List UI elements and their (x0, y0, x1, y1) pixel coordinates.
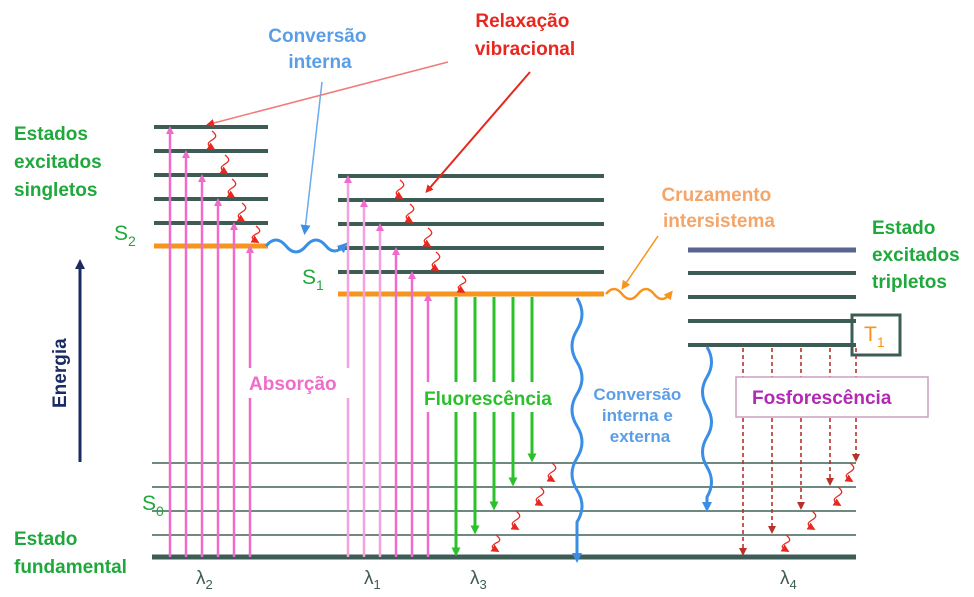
internal-conversion-label: Conversão interna (268, 26, 371, 73)
energy-axis-label: Energia (50, 338, 71, 408)
absorption-arrows-s2 (166, 126, 254, 557)
squiggle (206, 130, 217, 151)
intersystem-crossing-label: Cruzamento intersistema (661, 185, 776, 232)
squiggle (490, 534, 501, 553)
fluorescence-arrows (451, 297, 537, 557)
s0-levels (152, 462, 856, 560)
squiggle (456, 275, 467, 294)
squiggle (780, 534, 791, 553)
wavelength-label-1: λ1 (364, 568, 381, 592)
squiggle (250, 225, 261, 244)
squiggle (844, 462, 855, 483)
vibrational-relaxation-squiggles (206, 130, 855, 553)
squiggle (510, 510, 521, 531)
absorption-label: Absorção (249, 374, 337, 395)
s0-label: S0 (142, 492, 164, 519)
fluorescence-label: Fluorescência (424, 389, 552, 410)
t1-label: T1 (864, 323, 885, 350)
squiggle (832, 486, 843, 507)
conversion-wave-s1 (570, 297, 584, 563)
intersystem-crossing-callout (621, 235, 659, 290)
vibrational-relaxation-label: Relaxação vibracional (475, 11, 575, 60)
s2-label: S2 (114, 222, 136, 249)
squiggle (236, 202, 247, 223)
absorption-arrows-s1 (344, 175, 432, 557)
ground-state-label: Estado fundamental (14, 529, 127, 578)
t-levels (688, 247, 902, 357)
internal-conversion-wave (264, 238, 348, 254)
absorption-label-bg (244, 368, 356, 398)
squiggle (806, 510, 817, 531)
squiggle (226, 178, 237, 199)
int-ext-conversion-label: Conversão interna e externa (593, 384, 686, 446)
s1-levels (338, 174, 604, 297)
s1-label: S1 (302, 266, 324, 293)
conversion-label-bg (586, 378, 696, 450)
internal-conversion-callout (300, 81, 323, 235)
t1-box (850, 313, 902, 357)
squiggle (546, 462, 557, 483)
squiggle (219, 154, 230, 175)
conversion-wave-t1 (701, 346, 713, 512)
excited-singlets-label: Estados excitados singletos (14, 124, 107, 201)
squiggle (422, 227, 433, 248)
vibrational-relaxation-callout-b (425, 71, 531, 194)
squiggle (394, 179, 405, 200)
phosphorescence-box (735, 376, 929, 418)
squiggle (430, 251, 441, 272)
phosphorescence-label: Fosforescência (752, 388, 892, 409)
wavelength-label-3: λ3 (470, 568, 487, 592)
fluorescence-label-bg (420, 382, 570, 412)
vibrational-relaxation-callout-a (206, 61, 449, 127)
squiggle (534, 486, 545, 507)
wavelength-label-2: λ2 (196, 568, 213, 592)
intersystem-crossing-wave (605, 287, 673, 301)
excited-triplets-label: Estado excitados tripletos (872, 218, 965, 293)
squiggle (404, 203, 415, 224)
wavelength-label-4: λ4 (780, 568, 797, 592)
